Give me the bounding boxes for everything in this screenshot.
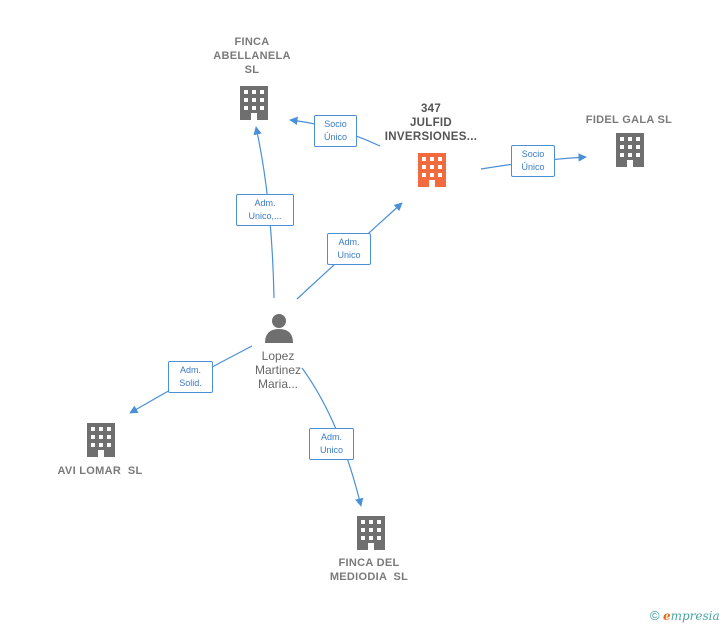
edge-label-line: Adm. <box>338 237 360 247</box>
node-person[interactable]: Lopez Martinez Maria... <box>236 349 320 391</box>
edge-label-line: Solid. <box>179 378 202 388</box>
person-icon[interactable] <box>265 314 293 343</box>
edge-label-line: Socio <box>324 119 347 129</box>
edge-label-line: Unico <box>337 250 361 260</box>
building-icon[interactable] <box>87 423 115 457</box>
node-label-line: AVI LOMAR SL <box>57 465 143 477</box>
brand-initial: e <box>662 609 671 623</box>
node-avi-lomar[interactable]: AVI LOMAR SL <box>40 464 160 478</box>
building-icon[interactable] <box>240 86 268 120</box>
building-icon[interactable] <box>616 133 644 167</box>
node-label-line: SL <box>244 64 260 76</box>
edge-label-person-to-julfid[interactable]: Adm. Unico <box>327 233 371 265</box>
node-finca-mediodia[interactable]: FINCA DEL MEDIODIA SL <box>309 556 429 584</box>
building-icon[interactable] <box>357 516 385 550</box>
node-finca-abellanela[interactable]: FINCA ABELLANELA SL <box>196 35 308 77</box>
edge-label-line: Adm. <box>254 198 276 208</box>
edge-label-line: Único <box>521 162 545 172</box>
edge-label-person-to-mediodia[interactable]: Adm. Unico <box>309 428 354 460</box>
edge-label-line: Socio <box>521 149 545 159</box>
edge-label-julfid-to-fidel[interactable]: Socio Único <box>511 145 555 177</box>
node-fidel-gala[interactable]: FIDEL GALA SL <box>570 113 688 127</box>
edge-label-line: Adm. <box>179 365 201 375</box>
node-label-line: FINCA DEL <box>338 557 400 569</box>
copyright-icon: © <box>650 608 660 623</box>
node-label-line: 347 <box>420 103 442 115</box>
edge-label-line: Unico,... <box>248 211 282 221</box>
main-building-icon[interactable] <box>418 153 446 187</box>
node-label-line: FINCA <box>234 36 270 48</box>
node-label-line: ABELLANELA <box>213 50 291 62</box>
edge-label-line: Adm. <box>320 432 342 442</box>
edge-label-person-to-abellanela[interactable]: Adm. Unico,... <box>236 194 294 226</box>
edge-label-line: Único <box>323 132 347 142</box>
brand-name: mpresia <box>670 609 720 623</box>
node-label-line: Maria... <box>257 377 298 391</box>
node-label-line: MEDIODIA SL <box>329 571 409 583</box>
edge-label-julfid-to-abellanela[interactable]: Socio Único <box>314 115 357 147</box>
node-julfid[interactable]: 347 JULFID INVERSIONES... <box>372 102 490 144</box>
node-label-line: FIDEL GALA SL <box>585 114 673 126</box>
edge-label-person-to-avi[interactable]: Adm. Solid. <box>168 361 213 393</box>
brand-logo: © empresia <box>650 608 720 623</box>
edge-label-line: Unico <box>319 445 343 455</box>
node-label-line: Martinez <box>254 363 301 377</box>
node-label-line: Lopez <box>261 349 295 363</box>
node-label-line: JULFID <box>409 117 453 129</box>
node-label-line: INVERSIONES... <box>384 131 478 143</box>
